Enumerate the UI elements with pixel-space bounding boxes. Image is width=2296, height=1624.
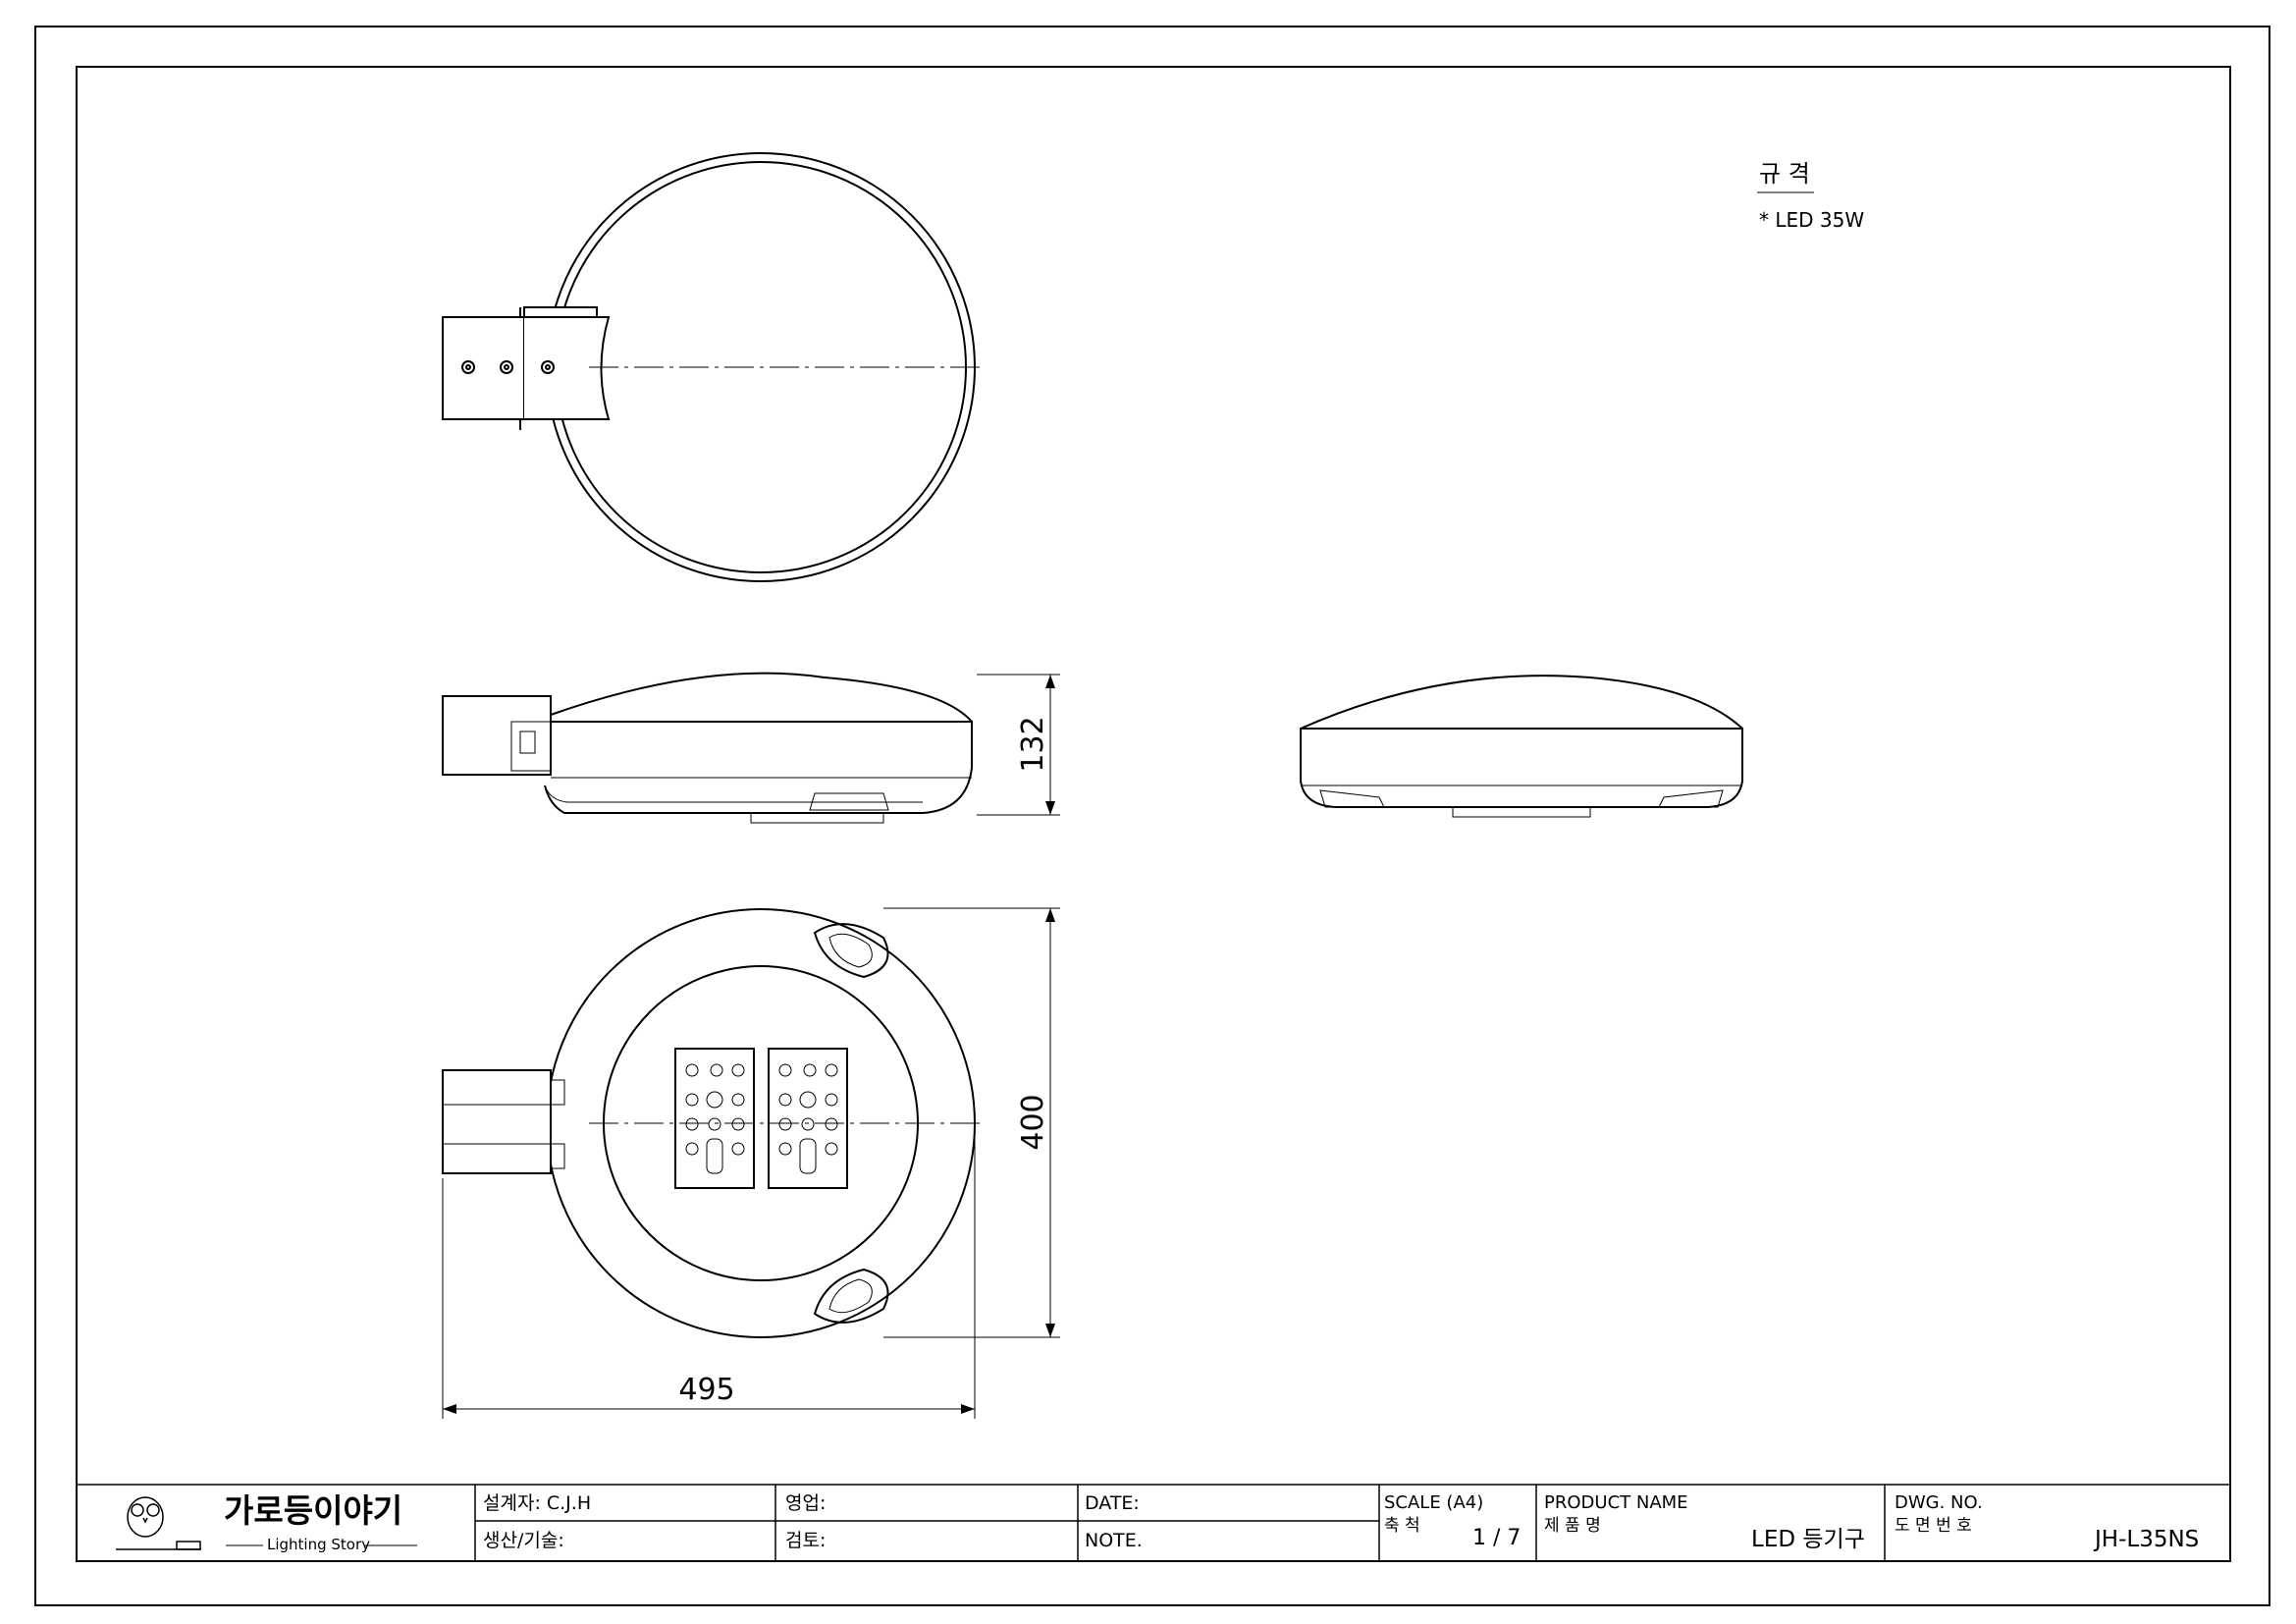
side-view-left bbox=[442, 672, 1060, 824]
sales-field: 영업: bbox=[785, 1492, 827, 1514]
dwg-label: DWG. NO. bbox=[1895, 1492, 1983, 1513]
scale-kr: 축 척 bbox=[1384, 1516, 1420, 1536]
dim-diameter: 400 bbox=[1016, 1094, 1050, 1150]
dim-length: 495 bbox=[678, 1373, 734, 1407]
product-kr: 제 품 명 bbox=[1544, 1516, 1601, 1536]
dwg-value: JH-L35NS bbox=[2095, 1527, 2200, 1552]
dwg-kr: 도 면 번 호 bbox=[1895, 1516, 1972, 1536]
production-field: 생산/기술: bbox=[483, 1530, 564, 1551]
spec-item: * LED 35W bbox=[1759, 208, 1865, 232]
owl-logo bbox=[116, 1496, 201, 1550]
logo-subtext: Lighting Story bbox=[267, 1536, 371, 1553]
outer-border bbox=[34, 26, 2270, 1606]
logo-text: 가로등이야기 bbox=[224, 1491, 403, 1530]
bottom-view bbox=[442, 907, 1060, 1419]
designer-field: 설계자: C.J.H bbox=[483, 1492, 592, 1514]
side-view-right bbox=[1300, 675, 1743, 818]
product-value: LED 등기구 bbox=[1751, 1527, 1865, 1552]
title-block-grid bbox=[76, 1484, 2231, 1562]
date-field: DATE: bbox=[1085, 1492, 1140, 1514]
scale-label: SCALE (A4) bbox=[1384, 1492, 1484, 1513]
note-field: NOTE. bbox=[1085, 1530, 1143, 1551]
dim-height: 132 bbox=[1016, 716, 1050, 772]
inner-border bbox=[76, 66, 2231, 1562]
spec-heading: 규 격 bbox=[1759, 160, 1810, 188]
review-field: 검토: bbox=[785, 1530, 827, 1551]
product-label: PRODUCT NAME bbox=[1544, 1492, 1688, 1513]
scale-value: 1 / 7 bbox=[1472, 1526, 1522, 1550]
top-view bbox=[442, 152, 982, 582]
